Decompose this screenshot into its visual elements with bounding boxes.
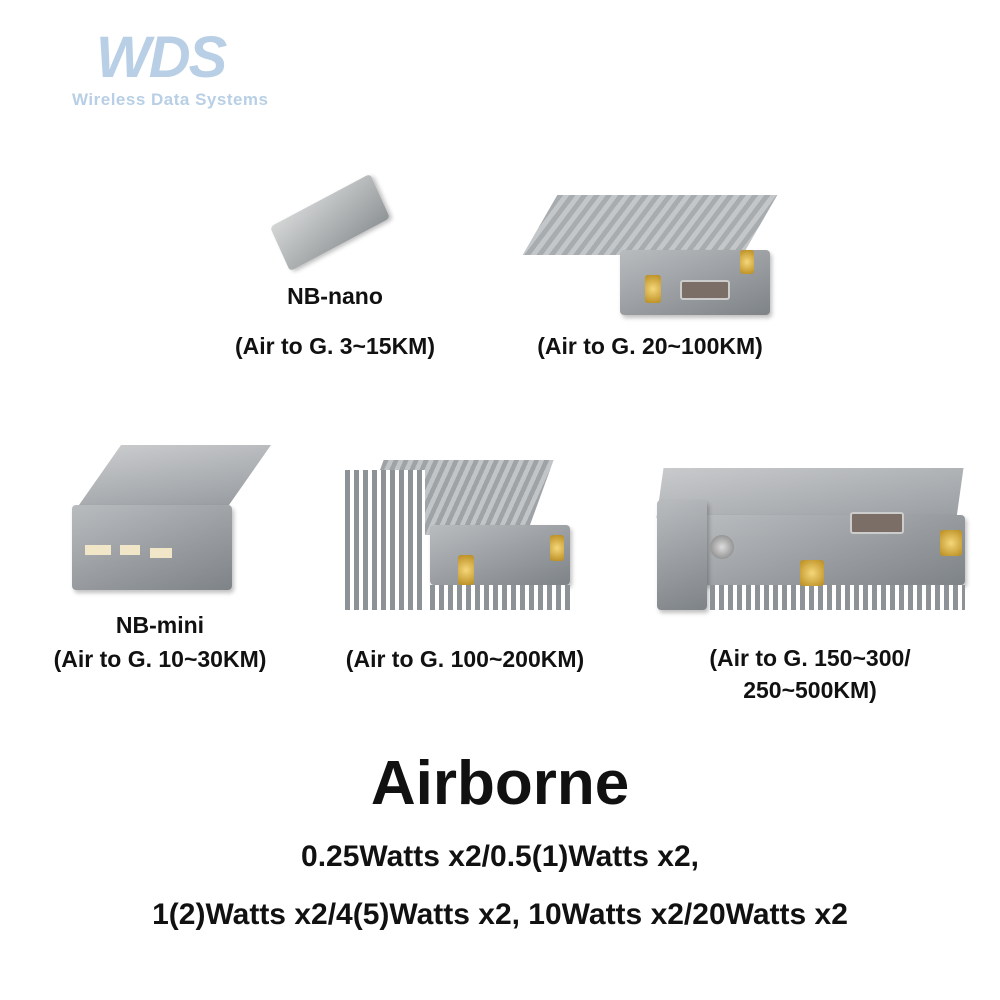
- range-250-500km: 250~500KM): [743, 677, 877, 703]
- range-20-100km: (Air to G. 20~100KM): [537, 333, 763, 359]
- power-spec-line-1: 0.25Watts x2/0.5(1)Watts x2,: [301, 840, 699, 873]
- nb-nano-name: NB-nano: [287, 283, 383, 309]
- logo-tagline: Wireless Data Systems: [72, 90, 269, 109]
- page-heading: Airborne: [370, 749, 630, 818]
- range-150-300km: (Air to G. 150~300/: [709, 645, 911, 671]
- range-100-200km: (Air to G. 100~200KM): [345, 646, 585, 672]
- nb-nano-range: (Air to G. 3~15KM): [234, 333, 436, 359]
- power-spec-line-2: 1(2)Watts x2/4(5)Watts x2, 10Watts x2/20…: [152, 898, 848, 931]
- nb-mini-name: NB-mini: [115, 612, 205, 638]
- nb-mini-range: (Air to G. 10~30KM): [53, 646, 267, 672]
- logo-mark: WDS: [96, 25, 227, 90]
